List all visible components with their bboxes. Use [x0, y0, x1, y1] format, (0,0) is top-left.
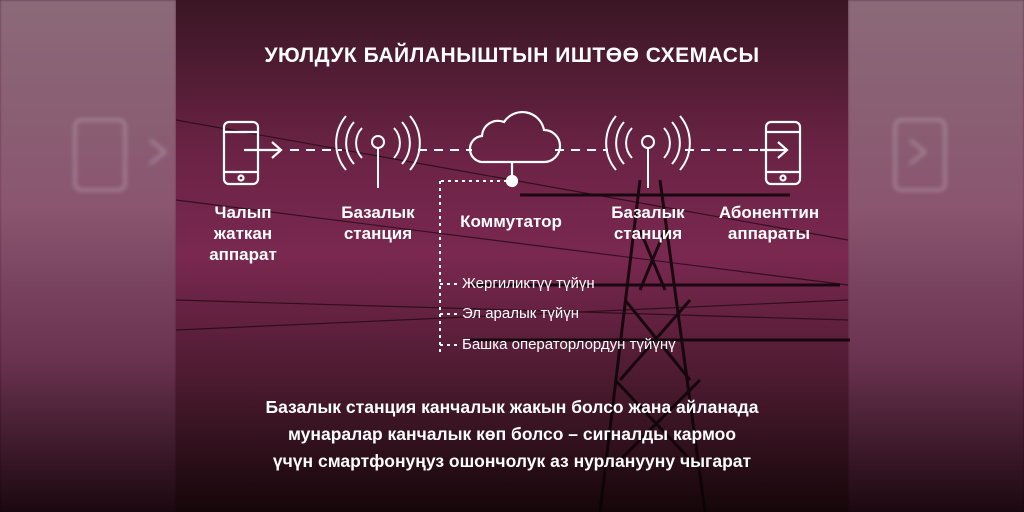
base-station-2-label-line: станция [613, 224, 683, 243]
base-station-1-label: Базалык станция [330, 202, 426, 244]
base-station-2-icon [605, 115, 691, 188]
base-station-1-label-line: станция [343, 224, 413, 243]
base-station-2-label-line: Базалык [611, 203, 685, 222]
caller-label-line: Чалып [214, 203, 272, 222]
caller-label: Чалып жаткан аппарат [198, 202, 288, 265]
branch-international-node: Эл аралык түйүн [462, 305, 580, 322]
caller-label-line: жаткан [213, 224, 273, 243]
subscriber-label: Абоненттин аппараты [704, 202, 834, 244]
switch-cloud-icon [468, 110, 562, 188]
diagram-title: УЮЛДУК БАЙЛАНЫШТЫН ИШТӨӨ СХЕМАСЫ [264, 44, 760, 67]
switch-label: Коммутатор [446, 211, 576, 232]
blurred-side-right [848, 0, 1024, 512]
caption-line: Базалык станция канчалык жакын болсо жан… [265, 397, 759, 417]
base-station-1-icon [335, 115, 421, 188]
blurred-side-left [0, 0, 176, 512]
caption-line: үчүн смартфонуңуз ошончолук аз нурлануун… [272, 451, 752, 471]
ghost-phone-icon-right [893, 118, 947, 192]
subscriber-phone-icon [760, 120, 802, 186]
caller-phone-icon [222, 120, 283, 186]
switch-branch-lines [439, 180, 507, 355]
caller-label-line: аппарат [209, 245, 277, 264]
branch-other-operators-node: Башка операторлордун түйүнү [462, 336, 676, 353]
caption-line: мунаралар канчалык көп болсо – сигналды … [287, 424, 737, 444]
switch-label-line: Коммутатор [460, 212, 562, 231]
caption: Базалык станция канчалык жакын болсо жан… [176, 394, 848, 475]
subscriber-label-line: Абоненттин [718, 203, 820, 222]
ghost-phone-icon-left [73, 118, 168, 192]
base-station-1-label-line: Базалык [341, 203, 415, 222]
branch-local-node: Жергиликтүү түйүн [462, 275, 595, 292]
base-station-2-label: Базалык станция [600, 202, 696, 244]
subscriber-label-line: аппараты [727, 224, 811, 243]
main-panel [176, 0, 848, 512]
